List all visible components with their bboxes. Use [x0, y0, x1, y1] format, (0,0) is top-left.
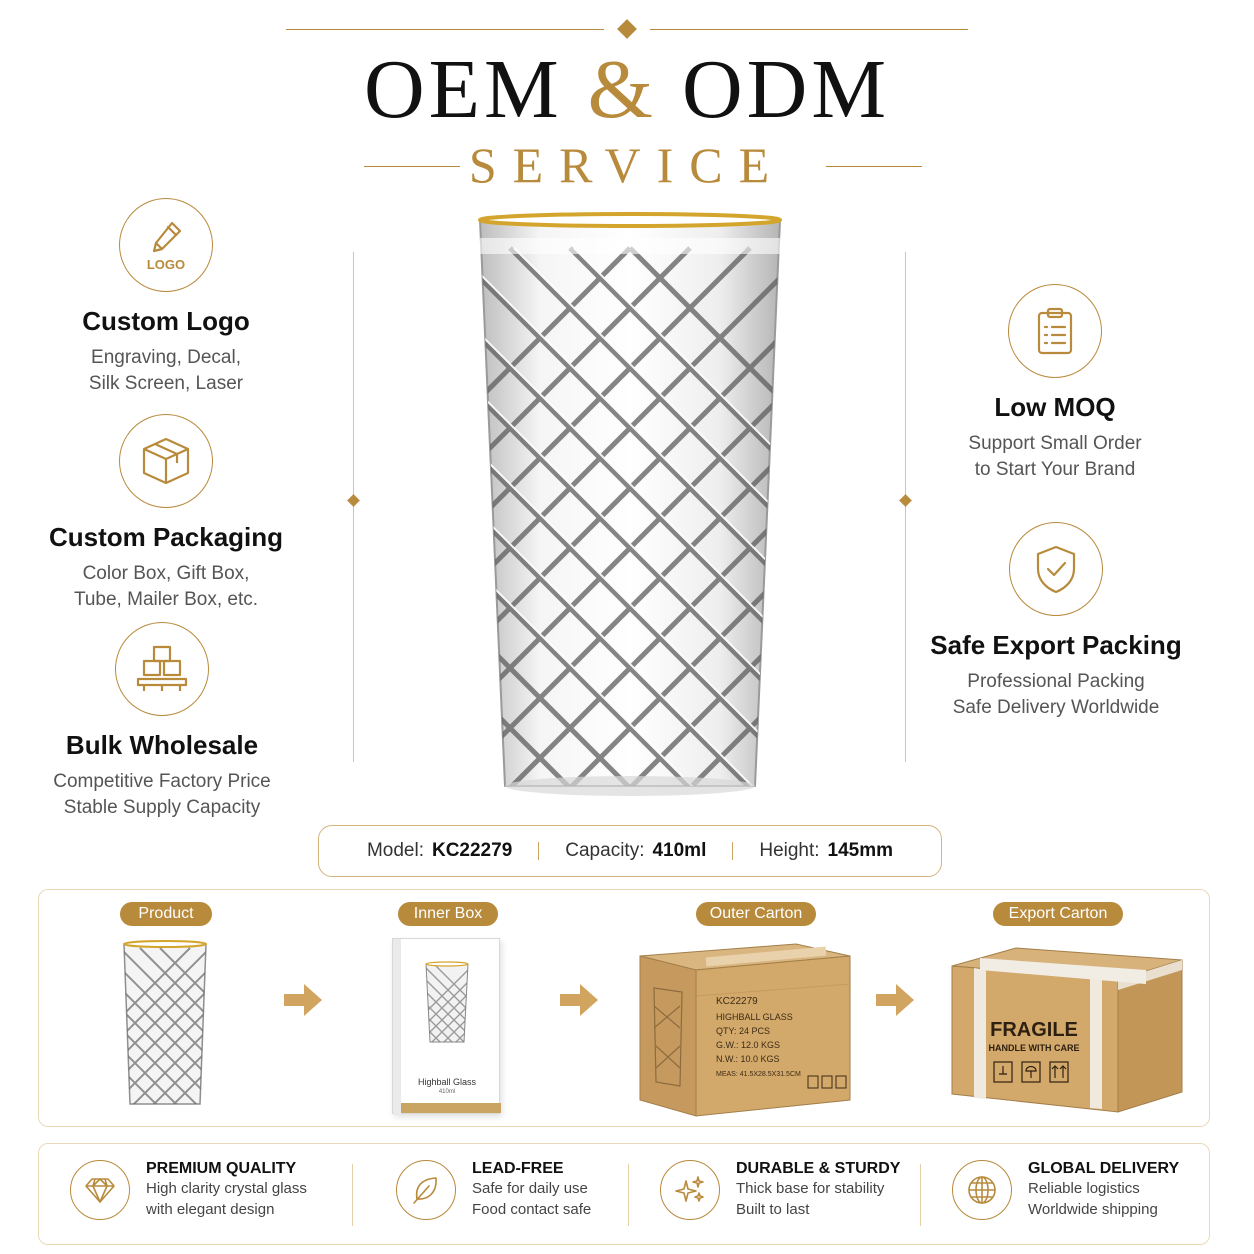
- feature-title: Bulk Wholesale: [65, 730, 259, 760]
- feature-desc: Engraving, Decal, Silk Screen, Laser: [88, 347, 244, 394]
- subtitle-line-left: [364, 166, 460, 167]
- inner-box-name: Highball Glass: [417, 1077, 477, 1087]
- arrow-right-icon: [560, 984, 598, 1016]
- product-glass-thumbnail: [123, 940, 207, 1105]
- svg-text:G.W.: 12.0 KGS: G.W.: 12.0 KGS: [716, 1040, 780, 1050]
- svg-text:MEAS: 41.5X28.5X31.5CM: MEAS: 41.5X28.5X31.5CM: [716, 1071, 801, 1078]
- inner-box-side: [393, 939, 401, 1115]
- diamond-icon: [70, 1160, 130, 1220]
- feature-safe-export-packing: Safe Export Packing Professional Packing…: [926, 522, 1186, 721]
- divider-right-diamond: [899, 494, 912, 507]
- sparkle-icon: [660, 1160, 720, 1220]
- benefit-line: Built to last: [736, 1201, 810, 1218]
- benefit-global-delivery: GLOBAL DELIVERY Reliable logistics World…: [952, 1160, 1179, 1220]
- globe-icon: [952, 1160, 1012, 1220]
- leaf-icon: [396, 1160, 456, 1220]
- title-odm: ODM: [682, 43, 891, 136]
- benefit-line: with elegant design: [146, 1201, 275, 1218]
- subtitle-line-right: [826, 166, 922, 167]
- feature-desc: Color Box, Gift Box, Tube, Mailer Box, e…: [73, 563, 259, 610]
- benefit-separator: [628, 1164, 629, 1226]
- benefit-line: Reliable logistics: [1028, 1180, 1140, 1197]
- feature-custom-logo: LOGO Custom Logo Engraving, Decal, Silk …: [46, 198, 286, 397]
- feature-low-moq: Low MOQ Support Small Order to Start You…: [930, 284, 1180, 483]
- svg-text:LOGO: LOGO: [147, 257, 185, 272]
- inner-box-gold-band: [401, 1103, 501, 1113]
- spec-separator: [732, 842, 734, 860]
- benefit-line: Food contact safe: [472, 1201, 592, 1218]
- benefit-separator: [352, 1164, 353, 1226]
- feature-desc: Support Small Order to Start Your Brand: [968, 433, 1142, 480]
- spec-bar: Model: KC22279 Capacity: 410ml Height: 1…: [318, 825, 942, 877]
- benefit-title: PREMIUM QUALITY: [146, 1160, 297, 1177]
- clipboard-icon: [1008, 284, 1102, 378]
- pallet-boxes-icon: [115, 622, 209, 716]
- box-icon: [119, 414, 213, 508]
- benefit-line: Worldwide shipping: [1028, 1201, 1158, 1218]
- svg-text:HIGHBALL GLASS: HIGHBALL GLASS: [716, 1012, 793, 1022]
- feature-title: Custom Logo: [82, 306, 250, 336]
- benefit-title: DURABLE & STURDY: [736, 1160, 901, 1177]
- title-ampersand: &: [587, 43, 657, 136]
- benefit-premium-quality: PREMIUM QUALITY High clarity crystal gla…: [70, 1160, 307, 1220]
- inner-box-image: Highball Glass 410ml: [392, 938, 501, 1115]
- feature-custom-packaging: Custom Packaging Color Box, Gift Box, Tu…: [36, 414, 296, 613]
- feature-desc: Professional Packing Safe Delivery World…: [952, 671, 1160, 718]
- benefit-title: GLOBAL DELIVERY: [1028, 1160, 1180, 1177]
- benefit-line: Thick base for stability: [736, 1180, 885, 1197]
- export-carton-image: FRAGILE HANDLE WITH CARE: [951, 947, 1183, 1113]
- benefit-separator: [920, 1164, 921, 1226]
- feature-bulk-wholesale: Bulk Wholesale Competitive Factory Price…: [32, 622, 292, 821]
- highball-glass-image: [478, 212, 782, 796]
- height-value: 145mm: [827, 840, 894, 861]
- divider-right: [905, 252, 906, 762]
- step-label-export-carton: Export Carton: [993, 902, 1123, 926]
- divider-left-diamond: [347, 494, 360, 507]
- header-top-line-left: [286, 29, 604, 30]
- feature-desc: Competitive Factory Price Stable Supply …: [53, 771, 271, 818]
- logo-pen-icon: LOGO: [119, 198, 213, 292]
- capacity-value: 410ml: [652, 840, 707, 861]
- fragile-text: FRAGILE: [990, 1019, 1078, 1041]
- svg-text:KC22279: KC22279: [716, 996, 758, 1007]
- shield-check-icon: [1009, 522, 1103, 616]
- svg-text:N.W.: 10.0 KGS: N.W.: 10.0 KGS: [716, 1054, 780, 1064]
- feature-title: Custom Packaging: [48, 522, 284, 552]
- title-oem: OEM: [363, 43, 563, 136]
- spec-separator: [538, 842, 540, 860]
- outer-carton-image: KC22279 HIGHBALL GLASS QTY: 24 PCS G.W.:…: [639, 943, 851, 1117]
- model-value: KC22279: [431, 840, 513, 861]
- benefit-title: LEAD-FREE: [472, 1160, 564, 1177]
- handle-with-care-text: HANDLE WITH CARE: [989, 1043, 1080, 1053]
- benefits-panel: [38, 1143, 1210, 1245]
- model-label: Model:: [366, 840, 424, 861]
- step-label-outer-carton: Outer Carton: [696, 902, 816, 926]
- feature-title: Safe Export Packing: [930, 630, 1182, 660]
- benefit-line: High clarity crystal glass: [146, 1180, 307, 1197]
- benefit-durable-sturdy: DURABLE & STURDY Thick base for stabilit…: [660, 1160, 900, 1220]
- capacity-label: Capacity:: [565, 840, 645, 861]
- inner-box-glass-print: [425, 961, 469, 1043]
- page-title: OEM & ODM: [0, 48, 1254, 132]
- height-label: Height:: [759, 840, 820, 861]
- feature-title: Low MOQ: [994, 392, 1116, 422]
- benefit-lead-free: LEAD-FREE Safe for daily use Food contac…: [396, 1160, 591, 1220]
- inner-box-capacity: 410ml: [438, 1089, 456, 1095]
- divider-left: [353, 252, 354, 762]
- step-label-product: Product: [120, 902, 212, 926]
- benefit-line: Safe for daily use: [472, 1180, 588, 1197]
- arrow-right-icon: [284, 984, 322, 1016]
- svg-text:QTY: 24 PCS: QTY: 24 PCS: [716, 1026, 770, 1036]
- step-label-inner-box: Inner Box: [398, 902, 498, 926]
- page-subtitle: SERVICE: [468, 137, 786, 193]
- header-top-line-right: [650, 29, 968, 30]
- header-diamond-ornament: [617, 19, 637, 39]
- arrow-right-icon: [876, 984, 914, 1016]
